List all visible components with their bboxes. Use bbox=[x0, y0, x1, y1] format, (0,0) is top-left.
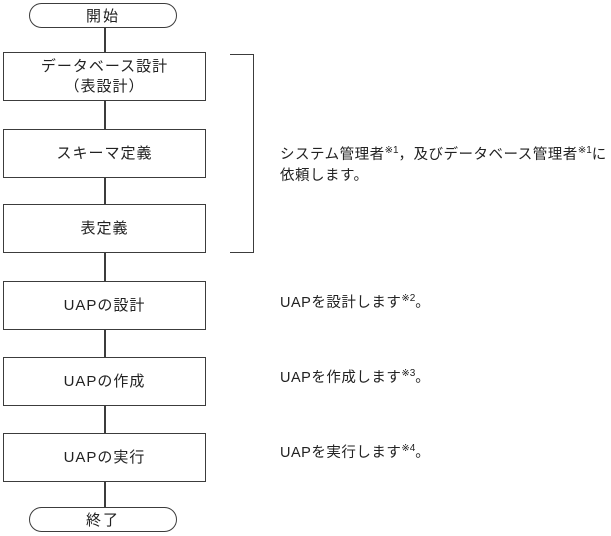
footnote-reference: ※4 bbox=[401, 443, 416, 455]
footnote-reference: ※3 bbox=[401, 368, 416, 380]
terminal-start: 開始 bbox=[29, 3, 177, 28]
flow-step-uap-creation: UAPの作成 bbox=[3, 357, 206, 406]
flow-connector bbox=[104, 27, 106, 52]
flow-step-uap-execution: UAPの実行 bbox=[3, 433, 206, 482]
flow-step-label: UAPの実行 bbox=[63, 448, 146, 466]
flow-step-label: スキーマ定義 bbox=[56, 144, 153, 162]
terminal-end: 終了 bbox=[29, 507, 177, 532]
flow-connector bbox=[104, 101, 106, 129]
flow-connector bbox=[104, 482, 106, 507]
flow-step-table-definition: 表定義 bbox=[3, 204, 206, 253]
annotation-uap-design: UAPを設計します※2。 bbox=[280, 293, 431, 311]
flow-step-label: 表定義 bbox=[80, 219, 129, 237]
annotation-admin-request: システム管理者※1，及びデータベース管理者※1に依頼します。 bbox=[280, 145, 607, 184]
group-bracket bbox=[230, 54, 254, 253]
flow-connector bbox=[104, 178, 106, 204]
flow-step-uap-design: UAPの設計 bbox=[3, 281, 206, 330]
flow-connector bbox=[104, 253, 106, 281]
terminal-start-label: 開始 bbox=[85, 8, 120, 25]
footnote-reference: ※1 bbox=[577, 145, 592, 157]
terminal-end-label: 終了 bbox=[85, 512, 120, 529]
footnote-reference: ※2 bbox=[401, 293, 416, 305]
annotation-uap-creation: UAPを作成します※3。 bbox=[280, 368, 431, 386]
annotation-uap-execution: UAPを実行します※4。 bbox=[280, 443, 431, 461]
flow-step-label: UAPの設計 bbox=[63, 296, 146, 314]
flow-step-schema-definition: スキーマ定義 bbox=[3, 129, 206, 178]
flow-step-label: UAPの作成 bbox=[63, 372, 146, 390]
flow-step-label: データベース設計 （表設計） bbox=[40, 57, 169, 95]
flow-step-database-design: データベース設計 （表設計） bbox=[3, 52, 206, 101]
flow-connector bbox=[104, 330, 106, 357]
footnote-reference: ※1 bbox=[384, 145, 399, 157]
flow-connector bbox=[104, 406, 106, 433]
